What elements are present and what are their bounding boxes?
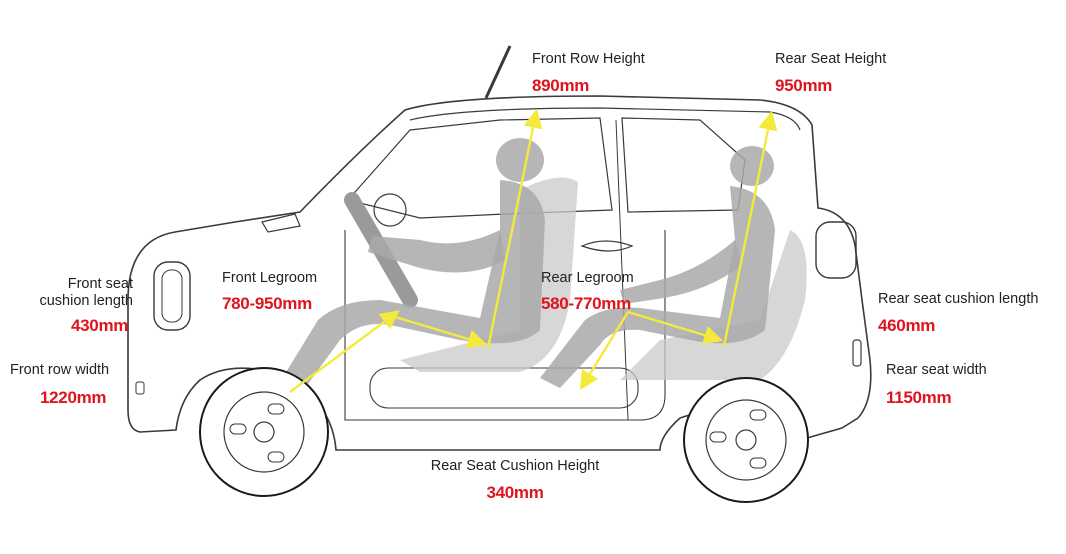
headlight	[153, 261, 191, 331]
rear-seat-cushion-length-label: Rear seat cushion length	[878, 291, 1039, 307]
front-window	[346, 117, 613, 219]
door-handle	[580, 240, 634, 252]
headlight-inner	[161, 269, 183, 323]
rear-window	[621, 117, 746, 213]
rear-seat-height-arrow	[722, 110, 778, 347]
measurement-arrows	[289, 108, 778, 393]
rear-seat-height-label: Rear Seat Height	[775, 51, 887, 67]
front-row-height-value: 890mm	[532, 76, 590, 95]
front-legroom-arrow-2	[391, 314, 488, 349]
front-row-height-label: Front Row Height	[532, 51, 645, 67]
antenna	[484, 45, 512, 99]
rear-seat-width-value: 1150mm	[886, 388, 952, 407]
rear-legroom-label: Rear Legroom	[541, 270, 634, 286]
front-seat-cushion-length-label-1: Front seat	[67, 276, 133, 292]
door-divider	[615, 119, 629, 421]
front-legroom-arrow-1	[289, 310, 400, 393]
front-row-width-label: Front row width	[10, 362, 110, 378]
front-seat-cushion-length-label-2: cushion length	[39, 293, 133, 309]
rear-seat-cushion-height-label: Rear Seat Cushion Height	[430, 458, 600, 474]
front-legroom-value: 780-950mm	[222, 294, 312, 313]
front-row-width-value: 1220mm	[40, 388, 107, 407]
tail-light	[815, 221, 857, 279]
front-legroom-label: Front Legroom	[222, 270, 318, 286]
front-row-height-arrow	[486, 108, 543, 349]
rear-legroom-value: 580-770mm	[541, 294, 631, 313]
side-sill	[369, 367, 639, 409]
front-door-line	[344, 230, 666, 421]
car-body-outline	[127, 95, 872, 451]
rear-wheel	[683, 377, 809, 503]
side-mirror	[261, 213, 301, 233]
rear-seat-cushion-length-value: 460mm	[878, 316, 936, 335]
front-wheel	[199, 367, 329, 497]
rear-legroom-arrow-2	[627, 310, 724, 345]
steering-wheel	[373, 193, 407, 227]
rear-seat-cushion-height-value: 340mm	[486, 483, 544, 502]
rear-seat-width-label: Rear seat width	[886, 362, 987, 378]
rear-seat-height-value: 950mm	[775, 76, 833, 95]
rear-legroom-arrow-1	[579, 311, 630, 391]
front-seat-cushion-length-value: 430mm	[71, 316, 129, 335]
front-reflector	[135, 381, 145, 395]
reflector	[852, 339, 862, 367]
roof-line	[409, 107, 801, 131]
rear-seat	[620, 230, 807, 380]
